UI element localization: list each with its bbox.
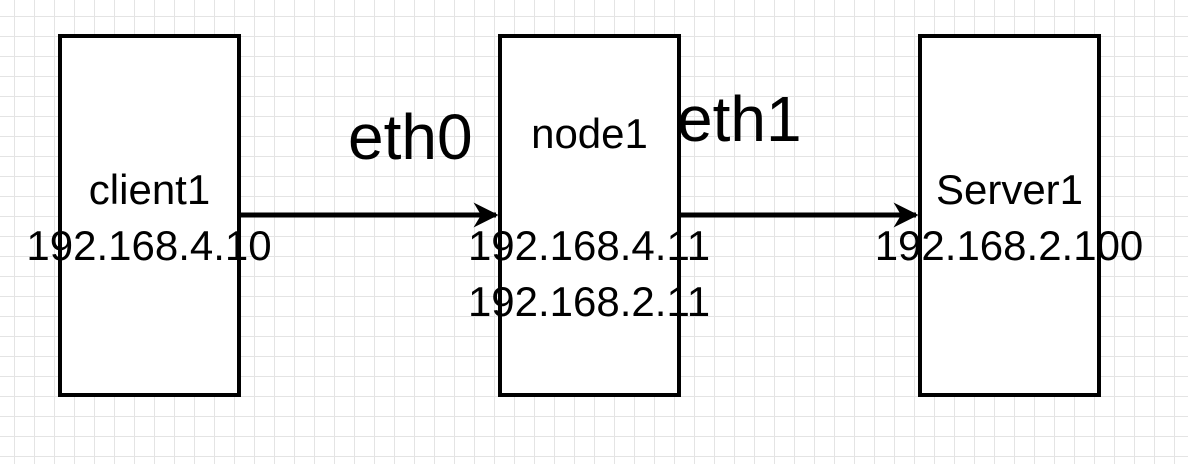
client1-name: client1 — [88, 166, 211, 213]
client1-box — [58, 34, 241, 397]
node1-box — [498, 34, 681, 397]
server1-box — [918, 34, 1101, 397]
node1-ip-eth1: 192.168.2.11 — [467, 278, 711, 325]
eth0-label: eth0 — [348, 101, 473, 173]
client1-ip: 192.168.4.10 — [26, 222, 272, 269]
node1-name: node1 — [531, 110, 648, 157]
eth1-label: eth1 — [677, 83, 802, 155]
server1-ip: 192.168.2.100 — [874, 222, 1144, 269]
server1-name: Server1 — [935, 166, 1084, 213]
node1-ip-eth0: 192.168.4.11 — [467, 222, 711, 269]
